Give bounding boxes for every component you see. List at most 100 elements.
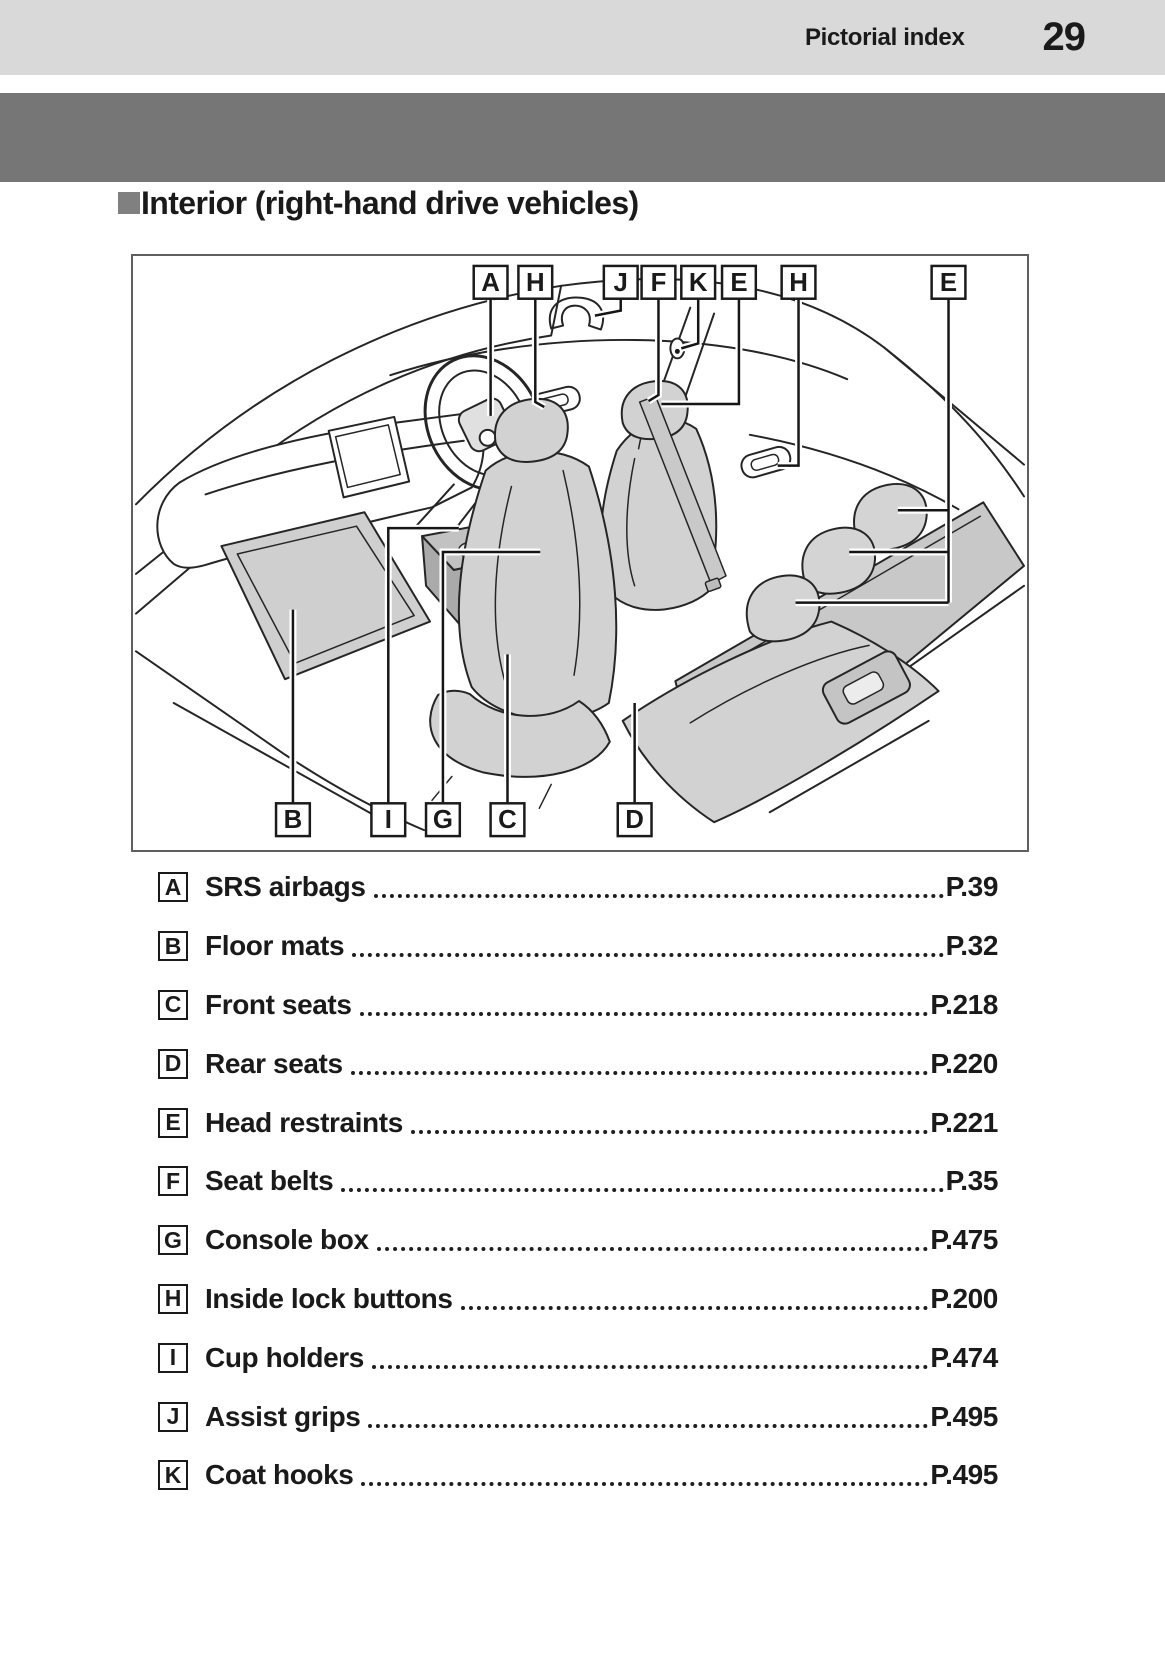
index-row-I: I Cup holders P.474 bbox=[158, 1328, 998, 1387]
item-letter-box: A bbox=[158, 872, 188, 903]
rear-head-restraint bbox=[745, 574, 821, 643]
index-row-D: D Rear seats P.220 bbox=[158, 1034, 998, 1093]
callout-bottom-C: C bbox=[489, 802, 526, 838]
item-label: Assist grips bbox=[205, 1400, 361, 1432]
svg-text:H: H bbox=[526, 269, 545, 297]
svg-text:E: E bbox=[730, 269, 747, 297]
dot-leader bbox=[371, 1364, 929, 1369]
item-label: Seat belts bbox=[205, 1165, 334, 1197]
item-label: Rear seats bbox=[205, 1047, 343, 1079]
item-letter-box: F bbox=[158, 1166, 188, 1197]
item-letter-box: H bbox=[158, 1283, 188, 1314]
item-letter-box: G bbox=[158, 1225, 188, 1256]
svg-text:F: F bbox=[651, 269, 667, 297]
svg-text:B: B bbox=[284, 806, 303, 834]
item-page-ref: P.495 bbox=[930, 1400, 998, 1432]
callout-bottom-I: I bbox=[370, 802, 407, 838]
dot-leader bbox=[373, 894, 944, 899]
callout-top-E1: E bbox=[720, 264, 758, 300]
svg-text:C: C bbox=[498, 806, 517, 834]
item-letter-box: E bbox=[158, 1107, 188, 1138]
callout-top-E2: E bbox=[930, 264, 967, 300]
near-front-seat bbox=[429, 397, 618, 810]
header-page-number: 29 bbox=[1042, 15, 1086, 59]
dot-leader bbox=[359, 1011, 929, 1016]
item-page-ref: P.35 bbox=[945, 1165, 999, 1197]
dot-leader bbox=[460, 1305, 929, 1310]
square-bullet-icon bbox=[118, 192, 140, 214]
dot-leader bbox=[410, 1129, 929, 1134]
svg-text:H: H bbox=[789, 269, 808, 297]
item-page-ref: P.220 bbox=[930, 1047, 998, 1079]
svg-text:J: J bbox=[614, 269, 628, 297]
rear-door-handle bbox=[740, 445, 792, 479]
item-letter-box: C bbox=[158, 989, 188, 1020]
item-label: Head restraints bbox=[205, 1106, 403, 1138]
callout-top-F: F bbox=[640, 264, 677, 300]
far-front-seat bbox=[599, 380, 727, 611]
callout-bottom-D: D bbox=[616, 802, 653, 838]
section-heading: Interior (right-hand drive vehicles) bbox=[118, 180, 639, 226]
dot-leader bbox=[361, 1482, 929, 1487]
index-row-H: H Inside lock buttons P.200 bbox=[158, 1270, 998, 1329]
interior-diagram: A H J F K E H E B I G C D bbox=[134, 264, 1026, 838]
item-label: Inside lock buttons bbox=[205, 1282, 453, 1314]
callout-top-J: J bbox=[602, 264, 639, 300]
item-page-ref: P.39 bbox=[945, 871, 999, 903]
assist-grip bbox=[548, 296, 605, 331]
item-letter-box: D bbox=[158, 1048, 188, 1079]
item-label: SRS airbags bbox=[205, 871, 366, 903]
index-row-G: G Console box P.475 bbox=[158, 1211, 998, 1270]
header-section-label: Pictorial index bbox=[804, 23, 965, 51]
dot-leader bbox=[350, 1070, 929, 1075]
section-title: Interior (right-hand drive vehicles) bbox=[141, 184, 639, 221]
page-header: Pictorial index 29 bbox=[0, 0, 1165, 75]
item-letter-box: I bbox=[158, 1342, 188, 1373]
index-row-B: B Floor mats P.32 bbox=[158, 917, 998, 976]
item-label: Floor mats bbox=[205, 930, 345, 962]
svg-text:G: G bbox=[433, 806, 453, 834]
floor-mat bbox=[220, 511, 432, 681]
item-page-ref: P.218 bbox=[930, 988, 998, 1020]
index-row-E: E Head restraints P.221 bbox=[158, 1093, 998, 1152]
item-label: Front seats bbox=[205, 988, 352, 1020]
item-page-ref: P.475 bbox=[930, 1224, 998, 1256]
dot-leader bbox=[352, 953, 944, 958]
dot-leader bbox=[368, 1423, 929, 1428]
dot-leader bbox=[376, 1247, 929, 1252]
index-row-K: K Coat hooks P.495 bbox=[158, 1446, 998, 1505]
svg-text:I: I bbox=[385, 806, 392, 834]
item-label: Console box bbox=[205, 1224, 369, 1256]
item-page-ref: P.200 bbox=[930, 1282, 998, 1314]
svg-text:E: E bbox=[940, 269, 957, 297]
pictorial-index-list: A SRS airbags P.39 B Floor mats P.32 C F… bbox=[158, 858, 998, 1505]
svg-text:K: K bbox=[689, 269, 708, 297]
dashboard bbox=[156, 410, 485, 569]
callout-top-A: A bbox=[472, 264, 509, 300]
interior-diagram-frame: A H J F K E H E B I G C D bbox=[131, 254, 1029, 852]
rear-head-restraint bbox=[801, 526, 877, 595]
item-label: Coat hooks bbox=[205, 1459, 354, 1491]
item-letter-box: J bbox=[158, 1401, 188, 1432]
index-row-A: A SRS airbags P.39 bbox=[158, 858, 998, 917]
svg-text:D: D bbox=[625, 806, 644, 834]
index-row-J: J Assist grips P.495 bbox=[158, 1387, 998, 1446]
dot-leader bbox=[341, 1188, 944, 1193]
item-letter-box: K bbox=[158, 1460, 188, 1491]
index-row-C: C Front seats P.218 bbox=[158, 976, 998, 1035]
item-page-ref: P.32 bbox=[945, 930, 999, 962]
callout-bottom-G: G bbox=[424, 802, 462, 838]
item-page-ref: P.474 bbox=[930, 1341, 998, 1373]
chapter-band bbox=[0, 93, 1165, 182]
item-label: Cup holders bbox=[205, 1341, 364, 1373]
item-page-ref: P.495 bbox=[930, 1459, 998, 1491]
item-page-ref: P.221 bbox=[930, 1106, 998, 1138]
callout-top-H2: H bbox=[780, 264, 817, 300]
callout-bottom-B: B bbox=[274, 802, 312, 838]
index-row-F: F Seat belts P.35 bbox=[158, 1152, 998, 1211]
svg-text:A: A bbox=[481, 269, 500, 297]
callout-top-K: K bbox=[680, 264, 717, 300]
callout-top-H1: H bbox=[517, 264, 554, 300]
item-letter-box: B bbox=[158, 931, 188, 962]
front-head-restraint bbox=[494, 397, 569, 463]
